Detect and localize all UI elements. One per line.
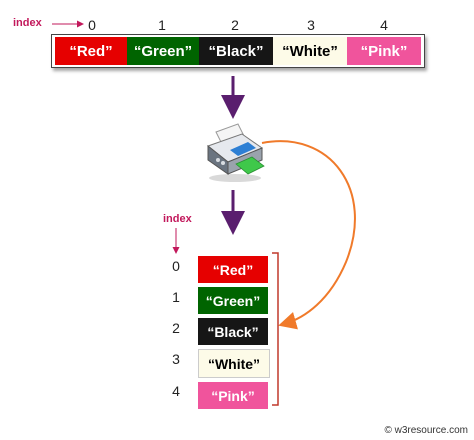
list-bracket [272,252,279,406]
bottom-cell-red: “Red” [198,256,268,283]
top-index-0: 0 [88,17,96,33]
top-index-1: 1 [158,17,166,33]
bottom-cell-green: “Green” [198,287,268,314]
top-array: “Red” “Green” “Black” “White” “Pink” [51,34,425,68]
top-cell-black: “Black” [199,37,273,65]
bottom-cell-black: “Black” [198,318,268,345]
bottom-index-4: 4 [172,383,180,399]
output-curve-arrow [261,140,356,330]
top-index-4: 4 [380,17,388,33]
top-cell-green: “Green” [127,37,199,65]
top-index-label: index [13,17,42,29]
footer-credit: © w3resource.com [384,425,468,436]
top-cell-pink: “Pink” [347,37,421,65]
top-index-2: 2 [231,17,239,33]
bottom-index-0: 0 [172,258,180,274]
bottom-index-2: 2 [172,320,180,336]
bottom-array: “Red” “Green” “Black” “White” “Pink” [192,252,274,410]
bottom-index-1: 1 [172,289,180,305]
printer-icon [206,123,265,182]
top-index-3: 3 [307,17,315,33]
top-cell-white: “White” [273,37,347,65]
bottom-index-label: index [163,213,192,225]
bottom-cell-white: “White” [198,349,270,378]
bottom-index-3: 3 [172,351,180,367]
bottom-cell-pink: “Pink” [198,382,268,409]
top-cell-red: “Red” [55,37,127,65]
